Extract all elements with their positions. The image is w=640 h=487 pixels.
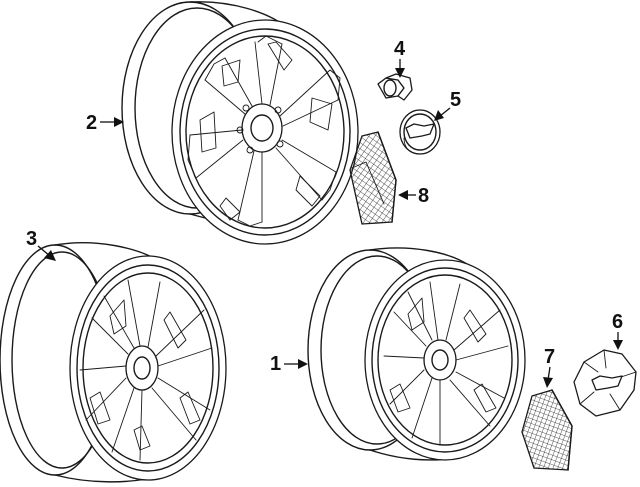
callout-8: 8	[398, 185, 429, 207]
grille-insert-part-7[interactable]	[521, 389, 573, 471]
callout-1: 1	[270, 353, 308, 375]
svg-text:2: 2	[86, 112, 97, 134]
svg-text:1: 1	[270, 353, 281, 375]
wheel-part-3[interactable]	[0, 242, 227, 483]
svg-text:3: 3	[26, 228, 37, 250]
center-cap-part-6[interactable]	[573, 349, 637, 417]
callout-3: 3	[26, 228, 56, 261]
svg-text:6: 6	[612, 311, 623, 333]
wheel-part-1[interactable]	[307, 247, 526, 461]
callout-6: 6	[612, 311, 623, 350]
lug-nut-part-4[interactable]	[377, 73, 413, 101]
callout-4: 4	[394, 38, 406, 78]
wheel-part-2[interactable]	[121, 1, 359, 245]
svg-text:7: 7	[544, 346, 555, 368]
svg-text:5: 5	[450, 89, 461, 111]
grille-insert-part-8[interactable]	[349, 131, 397, 225]
callout-7: 7	[543, 346, 555, 388]
center-cap-part-5[interactable]	[399, 109, 441, 155]
callout-2: 2	[86, 112, 124, 134]
svg-text:8: 8	[418, 185, 429, 207]
callout-5: 5	[434, 89, 461, 121]
svg-text:4: 4	[394, 38, 406, 60]
